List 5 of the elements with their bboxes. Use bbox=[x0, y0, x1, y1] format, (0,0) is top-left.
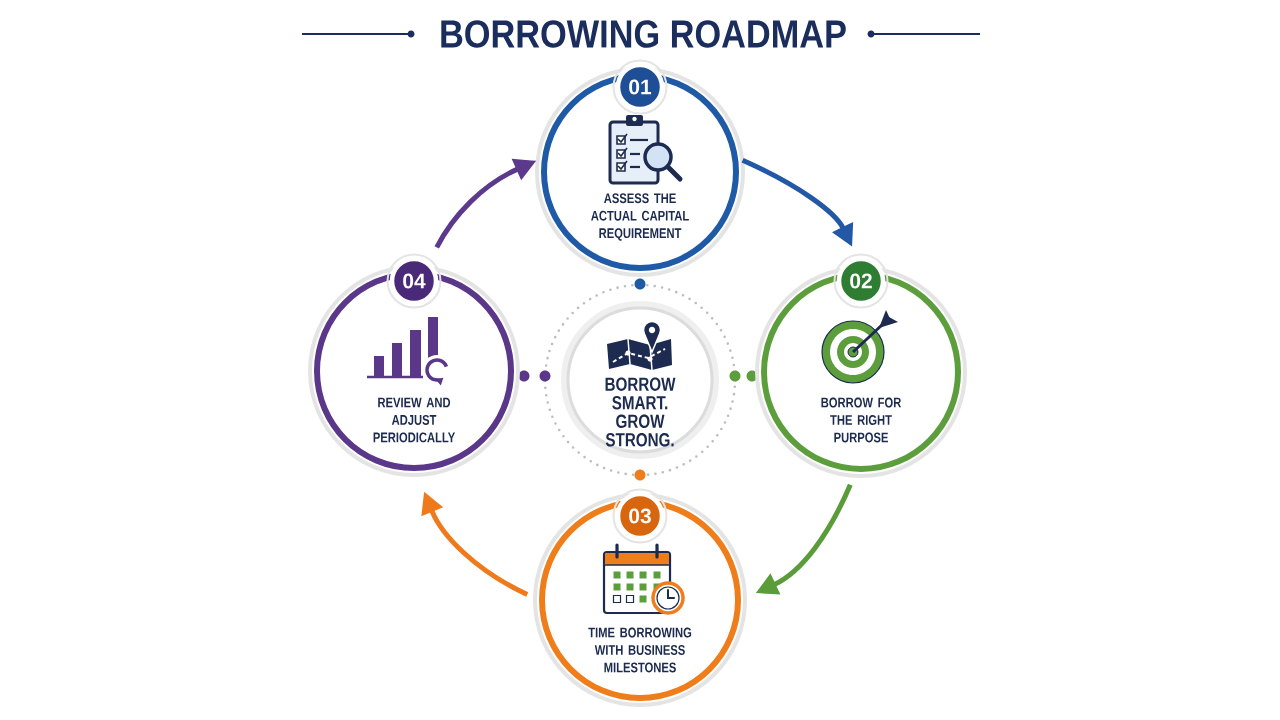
number-badge: 03 bbox=[612, 488, 668, 544]
number-badge: 01 bbox=[612, 59, 668, 115]
number-badge: 02 bbox=[833, 253, 889, 309]
title: BORROWING ROADMAP bbox=[441, 20, 846, 48]
number-badge: 04 bbox=[386, 253, 442, 309]
